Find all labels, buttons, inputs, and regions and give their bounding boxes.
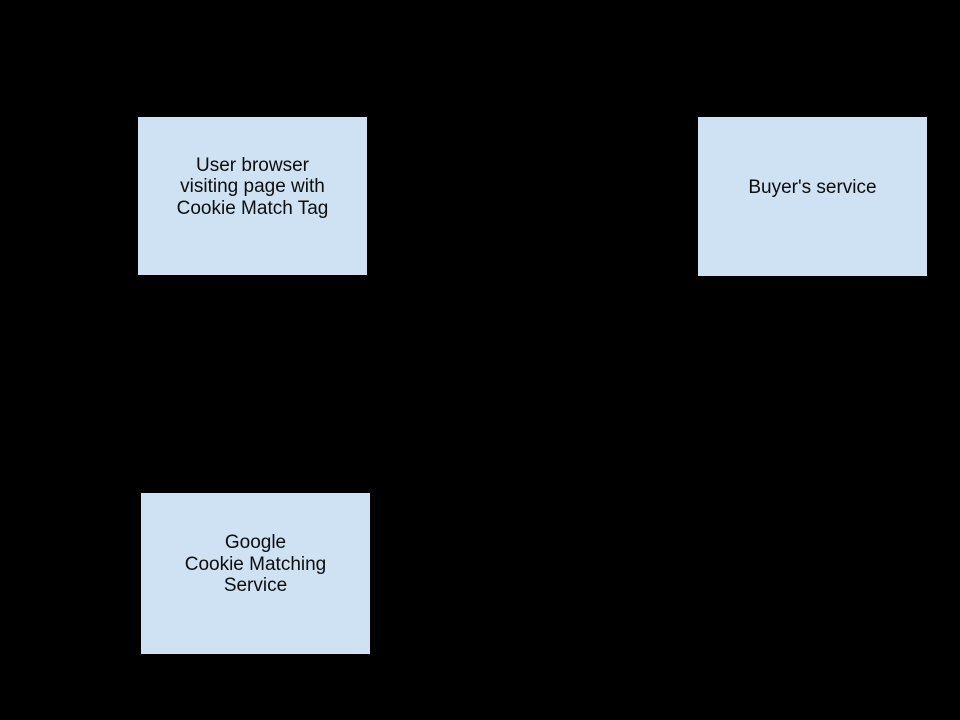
node-google-cookie-matching-service-label: Google Cookie Matching Service [185,532,327,597]
label-line: Google [224,532,287,554]
label-line: Cookie Match Tag [176,197,329,219]
node-user-browser: User browser visiting page with Cookie M… [137,116,368,276]
label-line: User browser [196,154,309,176]
label-line: visiting page with [180,176,325,198]
label-line: Service [223,575,288,597]
node-buyers-service-label: Buyer's service [748,177,876,199]
label-line: Cookie Matching [184,553,327,575]
node-user-browser-label: User browser visiting page with Cookie M… [177,155,329,220]
node-buyers-service: Buyer's service [697,116,928,277]
label-line: Buyer's service [748,176,877,198]
node-google-cookie-matching-service: Google Cookie Matching Service [140,492,371,655]
